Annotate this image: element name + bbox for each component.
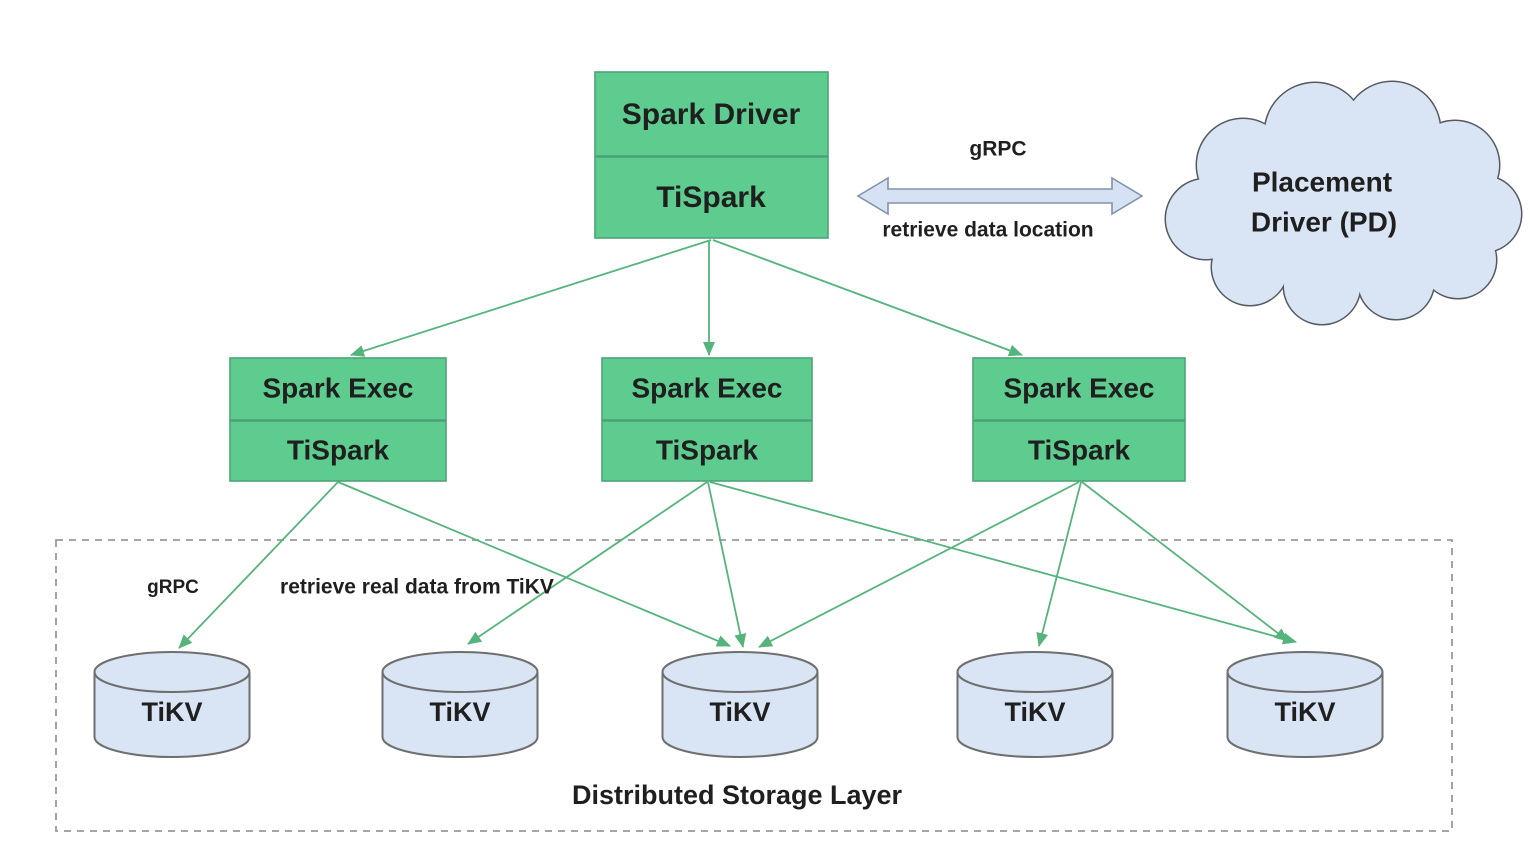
storage-layer-boundary [55, 539, 1453, 832]
exec1-tispark-box [229, 420, 447, 482]
spark-driver-stack [594, 71, 829, 239]
spark-exec-stacks [229, 357, 1186, 482]
arrow-exec2-to-tikv5 [709, 481, 1297, 645]
arrow-exec3-to-tikv3 [758, 481, 1080, 648]
tikv-cylinder-2 [381, 651, 539, 758]
arrow-driver-to-exec1 [350, 239, 712, 357]
pd-cloud-center [1228, 128, 1468, 284]
tikv-cylinder-3 [661, 651, 819, 758]
exec3-tispark-box [972, 420, 1186, 482]
placement-driver-label-line2: Driver (PD) [1251, 206, 1397, 237]
exec2-tispark-box [601, 420, 813, 482]
pd-cloud [1164, 80, 1523, 326]
spark-exec-label-1: Spark Exec [263, 372, 414, 403]
driver-tispark-box [594, 156, 829, 239]
grpc-double-arrow [856, 176, 1144, 216]
spark-driver-label: Spark Driver [622, 98, 801, 131]
tikv-label-4: TiKV [1004, 697, 1065, 727]
tikv-label-2: TiKV [429, 697, 490, 727]
exec1-tispark-label: TiSpark [287, 434, 390, 465]
exec3-tispark-label: TiSpark [1028, 434, 1131, 465]
arrow-exec2-to-tikv2 [467, 481, 708, 645]
tikv-cylinder-1 [93, 651, 251, 758]
tikv-cylinder-4 [956, 651, 1114, 758]
arrow-exec2-to-tikv3 [707, 481, 747, 648]
tikv-label-5: TiKV [1274, 697, 1335, 727]
driver-tispark-label: TiSpark [656, 181, 766, 214]
placement-driver-label-line1: Placement [1252, 166, 1392, 197]
connection-lines [178, 239, 1297, 649]
arrow-exec3-to-tikv5 [1081, 481, 1289, 642]
spark-exec-box-1 [229, 357, 447, 421]
arrow-exec1-to-tikv3 [337, 481, 731, 647]
retrieve-real-data-label: retrieve real data from TiKV [280, 576, 554, 599]
tikv-label-1: TiKV [141, 697, 202, 727]
spark-exec-label-3: Spark Exec [1004, 372, 1155, 403]
tikv-label-3: TiKV [709, 697, 770, 727]
spark-driver-box [594, 71, 829, 157]
spark-exec-label-2: Spark Exec [632, 372, 783, 403]
retrieve-data-location-label: retrieve data location [882, 219, 1093, 242]
tikv-cylinder-5 [1226, 651, 1384, 758]
arrow-driver-to-exec3 [712, 239, 1023, 357]
grpc-link-label: gRPC [969, 138, 1026, 161]
storage-grpc-label: gRPC [147, 577, 199, 598]
tikv-nodes [93, 651, 1384, 758]
spark-exec-box-3 [972, 357, 1186, 421]
arrow-exec3-to-tikv4 [1036, 481, 1082, 647]
exec2-tispark-label: TiSpark [656, 434, 759, 465]
spark-exec-box-2 [601, 357, 813, 421]
storage-layer-title: Distributed Storage Layer [572, 780, 903, 810]
arrow-exec1-to-tikv1 [178, 481, 339, 649]
